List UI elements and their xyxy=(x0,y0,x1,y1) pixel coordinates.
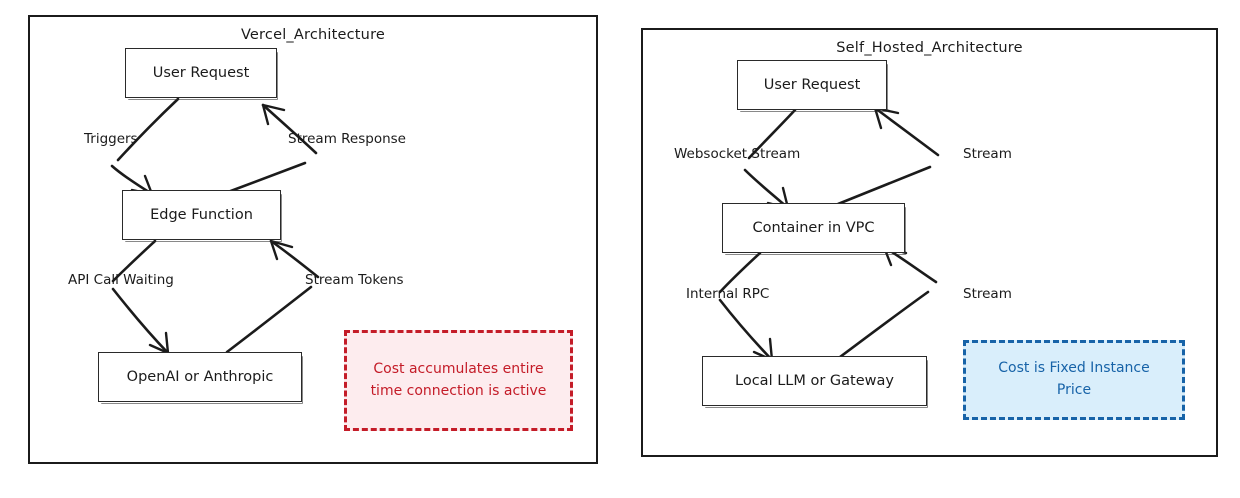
edge-label-stream-up: Stream xyxy=(963,146,1012,162)
node-user-request-vercel[interactable]: User Request xyxy=(125,48,278,100)
edge-label-internal-rpc: Internal RPC xyxy=(686,286,770,302)
edge-label-api-call-waiting: API Call Waiting xyxy=(68,272,174,288)
edge-label-triggers: Triggers xyxy=(84,131,138,147)
edge-label-websocket-stream: Websocket Stream xyxy=(674,146,801,162)
node-label: User Request xyxy=(152,65,250,81)
node-user-request-self-hosted[interactable]: User Request xyxy=(737,60,888,112)
node-container-in-vpc[interactable]: Container in VPC xyxy=(722,203,906,255)
node-label: User Request xyxy=(763,77,861,93)
edge-label-stream-down: Stream xyxy=(963,286,1012,302)
note-cost-fixed-instance: Cost is Fixed Instance Price xyxy=(963,340,1185,420)
note-text: Cost is Fixed Instance Price xyxy=(998,360,1150,398)
node-edge-function[interactable]: Edge Function xyxy=(122,190,282,242)
node-label: Edge Function xyxy=(150,207,253,223)
note-text: Cost accumulates entire time connection … xyxy=(370,360,547,399)
node-label: Container in VPC xyxy=(752,220,875,236)
node-label: Local LLM or Gateway xyxy=(735,373,894,389)
edge-label-stream-tokens: Stream Tokens xyxy=(305,272,404,288)
panel-title-vercel: Vercel_Architecture xyxy=(240,27,386,43)
note-cost-accumulates: Cost accumulates entire time connection … xyxy=(344,330,573,431)
panel-title-self-hosted: Self_Hosted_Architecture xyxy=(836,40,1023,56)
edge-label-stream-response: Stream Response xyxy=(288,131,406,147)
node-local-llm-or-gateway[interactable]: Local LLM or Gateway xyxy=(702,356,928,408)
node-openai-or-anthropic[interactable]: OpenAI or Anthropic xyxy=(98,352,303,404)
node-label: OpenAI or Anthropic xyxy=(126,369,274,385)
